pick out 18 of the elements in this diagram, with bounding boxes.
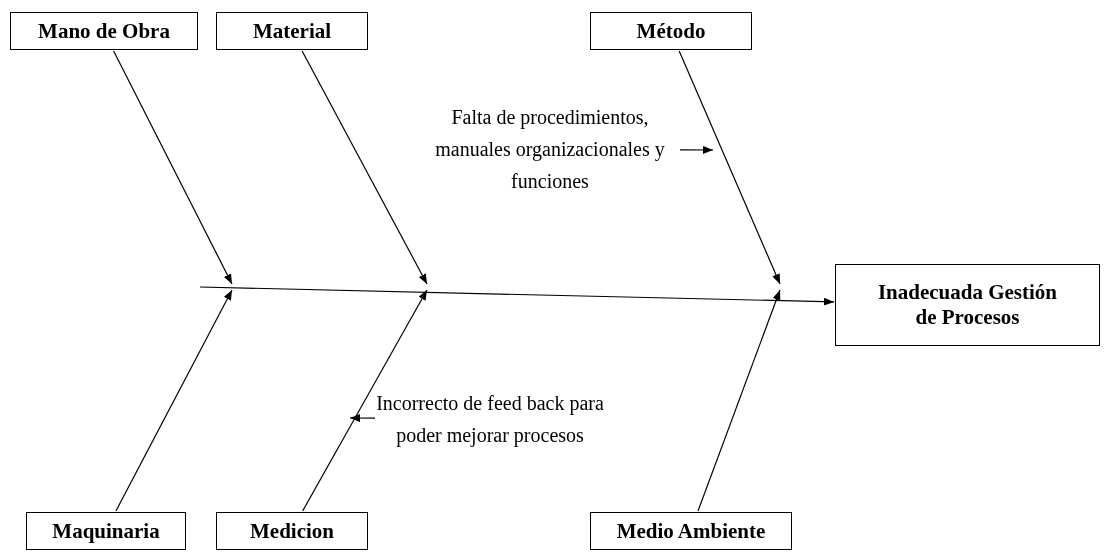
arrow: [679, 145, 714, 154]
cause-note: Falta de procedimientos, manuales organizacionales y funciones: [420, 100, 680, 198]
cause-note: Incorrecto de feed back para poder mejorar procesos: [375, 370, 605, 468]
category-box: Maquinaria: [26, 512, 186, 550]
arrow: [697, 289, 781, 512]
category-box: Medio Ambiente: [590, 512, 792, 550]
arrow: [115, 289, 233, 512]
effect-box: Inadecuada Gestión de Procesos: [835, 264, 1100, 346]
arrow: [113, 50, 233, 285]
category-box: Material: [216, 12, 368, 50]
arrow: [301, 50, 428, 285]
arrow: [199, 286, 835, 306]
arrow: [678, 50, 781, 285]
category-box: Método: [590, 12, 752, 50]
arrow: [349, 414, 376, 423]
category-box: Medicion: [216, 512, 368, 550]
arrow: [302, 289, 428, 512]
category-box: Mano de Obra: [10, 12, 198, 50]
